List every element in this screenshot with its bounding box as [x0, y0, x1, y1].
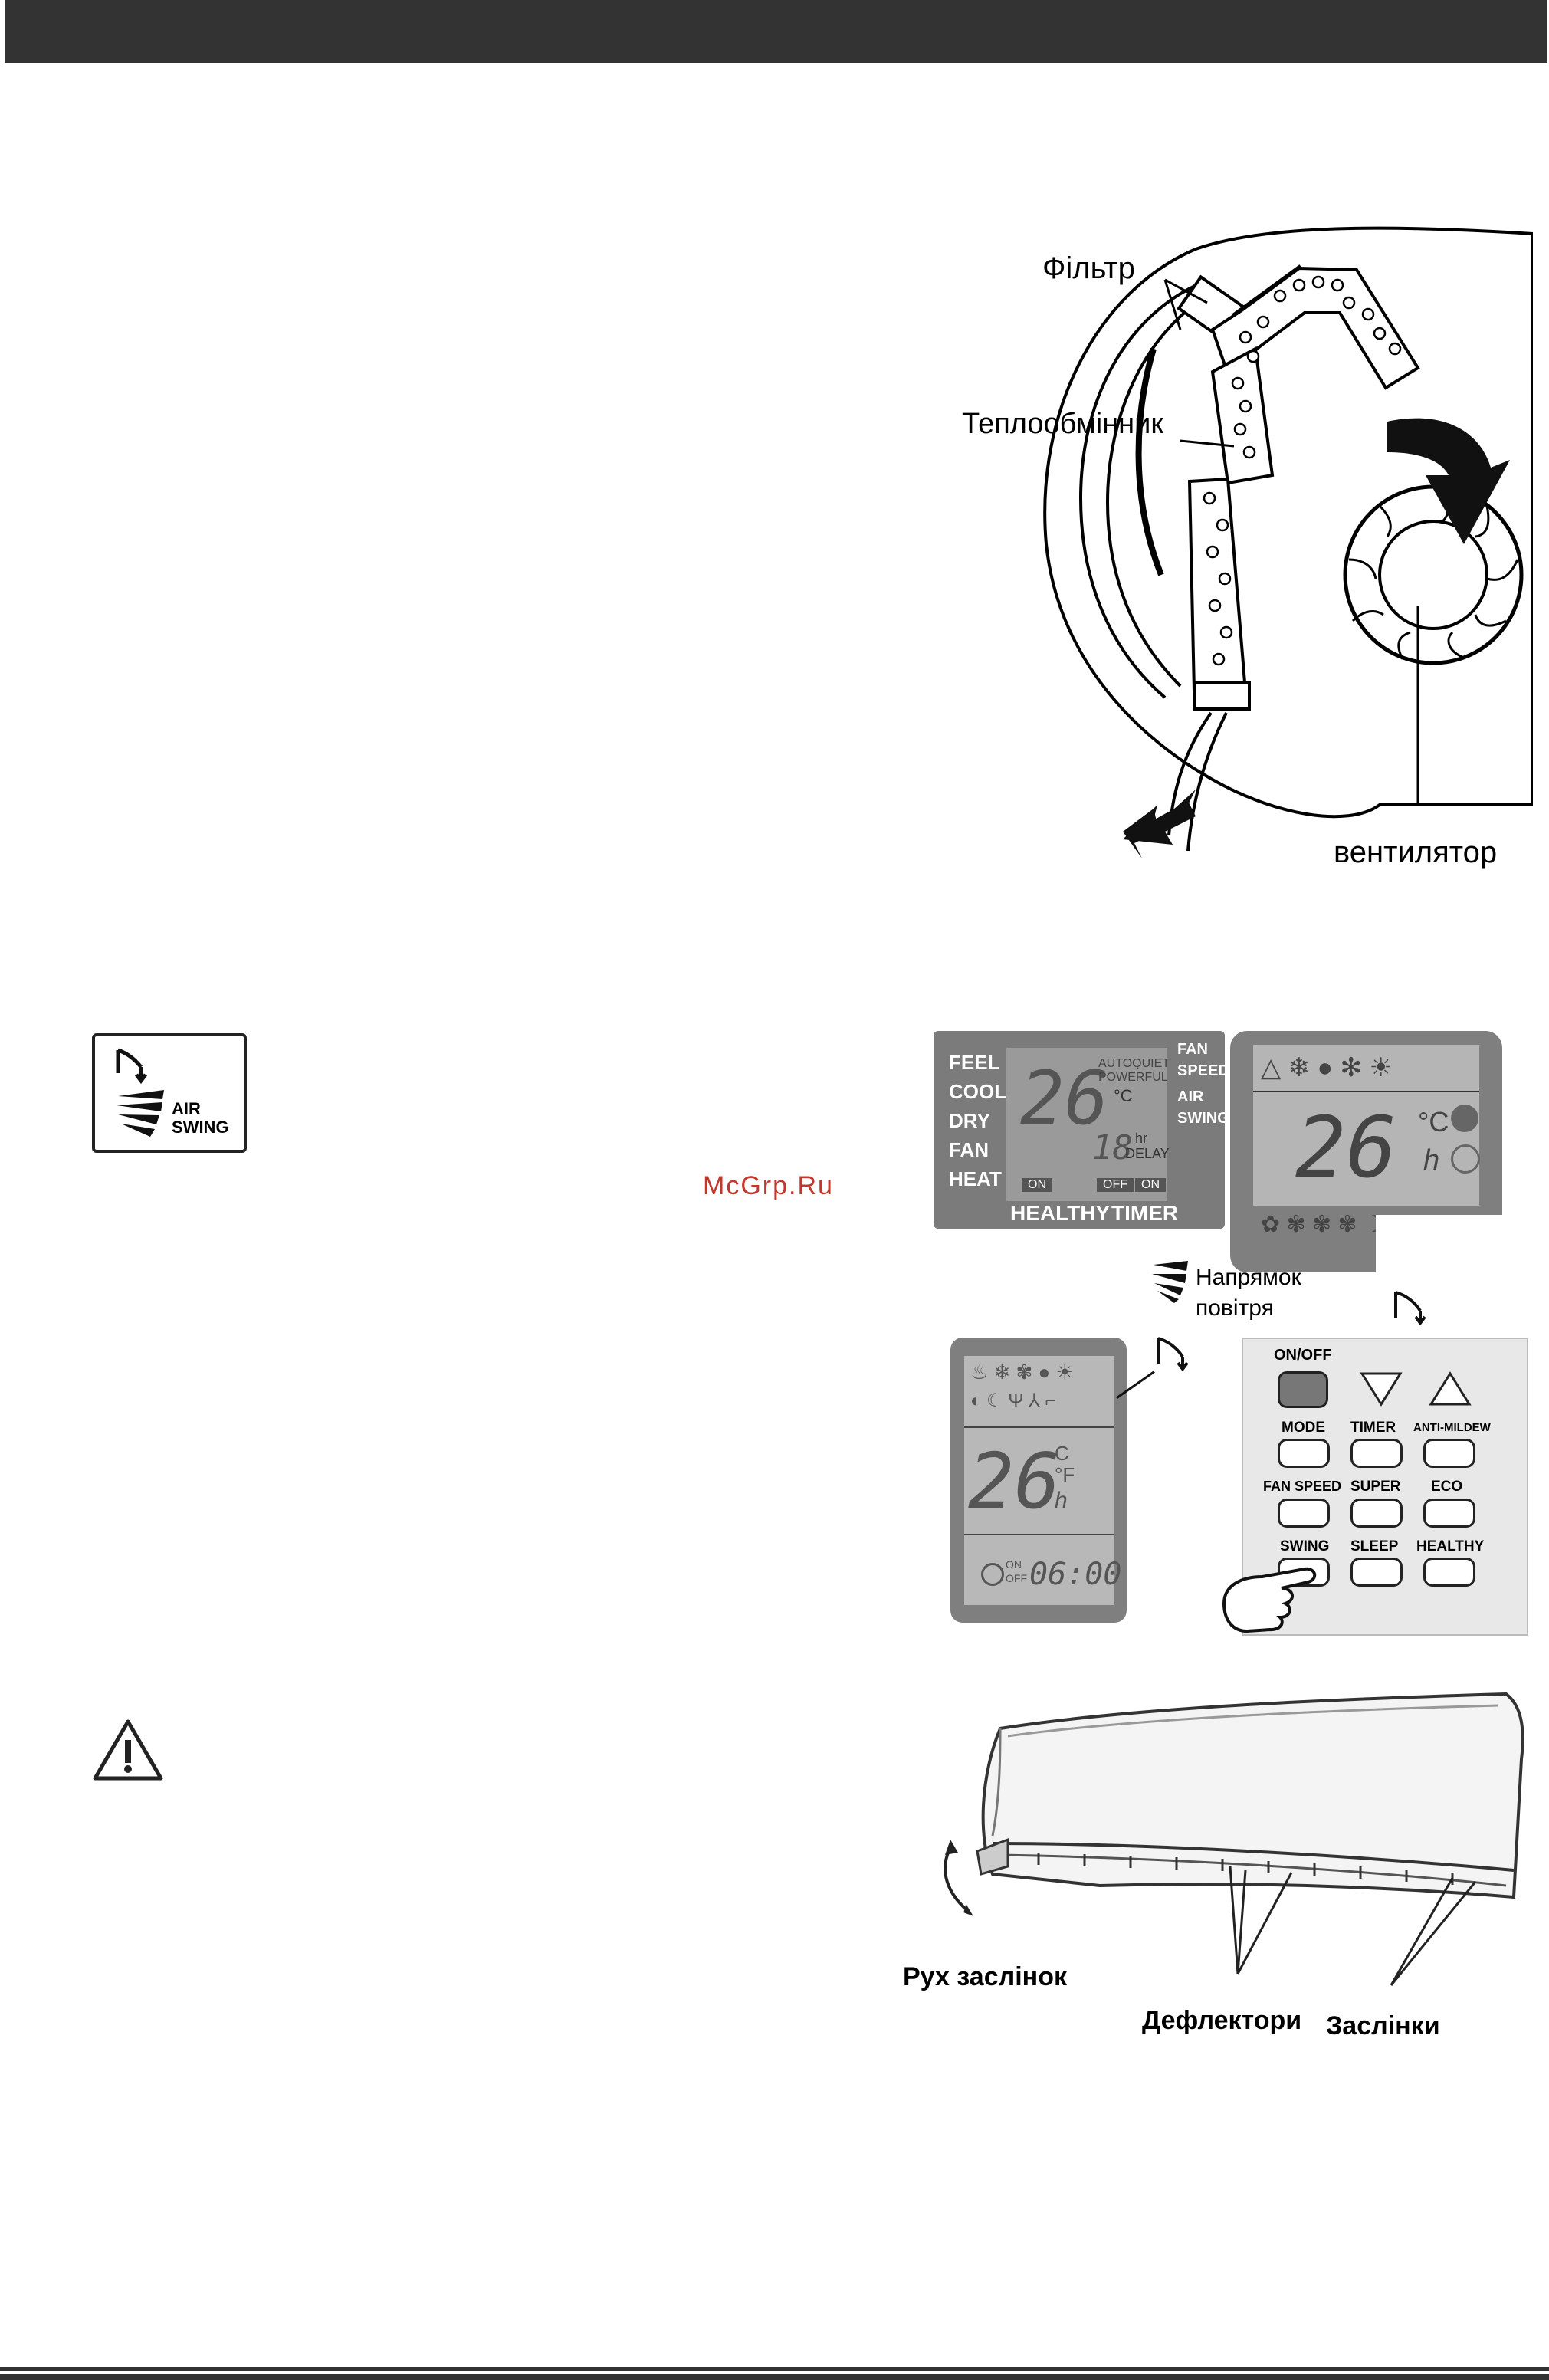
louver-movement-label: Рух заслінок	[903, 1962, 1067, 1991]
footer-line	[0, 2367, 1549, 2371]
label-speed: SPEED	[1177, 1062, 1229, 1079]
lcd1-right-labels: FAN SPEED AIR SWING	[1177, 1039, 1229, 1129]
mode-label: MODE	[1282, 1420, 1325, 1436]
fan-speed-label: FAN SPEED	[1263, 1479, 1342, 1494]
air-swing-icon-box: AIR SWING	[92, 1033, 247, 1153]
watermark: McGrp.Ru	[703, 1171, 834, 1200]
lcd1-autoquiet: AUTOQUIET	[1098, 1057, 1170, 1070]
temp-down-button[interactable]	[1358, 1370, 1404, 1408]
mode-fan: FAN	[949, 1138, 989, 1161]
lcd3-unit-h: h	[1055, 1488, 1068, 1513]
lcd2-bottom-icons: ✿ ✾ ✾ ✾ ☽	[1261, 1212, 1384, 1237]
lcd3-mode-icons: ♨ ❄ ✾ ● ☀	[970, 1361, 1074, 1384]
air-swing-line1: AIR	[172, 1099, 201, 1118]
lcd1-temp: 26	[1020, 1055, 1109, 1141]
lcd1-powerful: POWERFUL	[1098, 1071, 1168, 1084]
mode-button[interactable]	[1278, 1439, 1330, 1468]
eco-button[interactable]	[1423, 1499, 1475, 1528]
label-air: AIR	[1177, 1088, 1204, 1105]
lcd3-unit-f: °F	[1055, 1463, 1075, 1486]
lcd3-unit-c: C	[1055, 1442, 1069, 1465]
fan-speed-button[interactable]	[1278, 1499, 1330, 1528]
remote-control: ON/OFF MODE TIMER ANTI-MILDEW FAN SPEED …	[1222, 1338, 1528, 1636]
lcd2-unit-h: h	[1423, 1144, 1440, 1177]
heat-exchanger-label: Теплообмінник	[962, 408, 1163, 440]
lcd3-clock-icon	[981, 1563, 1004, 1586]
lcd1-healthy: HEALTHY	[1010, 1201, 1111, 1225]
fan-label: вентилятор	[1334, 835, 1498, 869]
air-swing-icon	[116, 1048, 164, 1137]
warning-triangle-icon	[93, 1719, 163, 1781]
healthy-button[interactable]	[1423, 1558, 1475, 1587]
air-direction-line2: повітря	[1196, 1295, 1274, 1321]
lcd1-modes: FEEL COOL DRY FAN HEAT	[949, 1048, 1007, 1193]
air-direction-icon	[1152, 1261, 1188, 1303]
lcd1-timer-value: 18	[1092, 1128, 1133, 1167]
swing-indicator-icon	[1394, 1291, 1426, 1326]
lcd2-temp: 26	[1295, 1098, 1397, 1197]
indoor-unit-diagram	[1043, 226, 1533, 858]
air-swing-line2: SWING	[172, 1118, 229, 1137]
pointing-finger-icon	[1222, 1567, 1317, 1633]
onoff-button[interactable]	[1278, 1371, 1328, 1408]
lcd-panel-1: FEEL COOL DRY FAN HEAT 26 °C AUTOQUIET P…	[934, 1031, 1229, 1229]
lcd3-temp: 26	[968, 1436, 1061, 1526]
lcd3-clock: 06:00	[1029, 1557, 1122, 1592]
anti-mildew-button[interactable]	[1423, 1439, 1475, 1468]
lcd3-function-icons: ◐ ☾ Ψ ⅄ ⌐	[970, 1390, 1056, 1411]
lcd3-on: ON	[1006, 1558, 1022, 1571]
anti-mildew-label: ANTI-MILDEW	[1413, 1421, 1491, 1434]
lcd-panel-2: △ ❄ ● ✻ ☀ 26 °C h ✿ ✾ ✾ ✾ ☽	[1230, 1031, 1502, 1272]
healthy-label: HEALTHY	[1416, 1538, 1485, 1554]
lcd1-screen: 26 °C AUTOQUIET POWERFUL 18 hr DELAY ON …	[1006, 1048, 1170, 1201]
lcd3-off: OFF	[1006, 1572, 1027, 1584]
mode-cool: COOL	[949, 1080, 1007, 1103]
lcd2-screen: △ ❄ ● ✻ ☀ 26 °C h	[1253, 1045, 1480, 1206]
footer-bar	[0, 2374, 1549, 2380]
swing-label: SWING	[1280, 1538, 1330, 1554]
super-label: SUPER	[1350, 1479, 1401, 1495]
lcd1-delay: DELAY	[1125, 1146, 1170, 1161]
lcd3-screen: ♨ ❄ ✾ ● ☀ ◐ ☾ Ψ ⅄ ⌐ 26 C °F h ON OFF 06:…	[964, 1356, 1121, 1605]
label-swing: SWING	[1177, 1110, 1229, 1127]
clock-icon	[1451, 1105, 1478, 1132]
lcd1-off: OFF	[1097, 1178, 1134, 1192]
ac-unit-diagram	[944, 1692, 1524, 1986]
lcd-panel-3: ♨ ❄ ✾ ● ☀ ◐ ☾ Ψ ⅄ ⌐ 26 C °F h ON OFF 06:…	[950, 1338, 1127, 1623]
mode-dry: DRY	[949, 1109, 990, 1132]
mode-heat: HEAT	[949, 1167, 1002, 1190]
super-button[interactable]	[1350, 1499, 1403, 1528]
onoff-label: ON/OFF	[1274, 1347, 1332, 1364]
louvers-label: Заслінки	[1326, 2011, 1440, 2040]
timer-icon	[1451, 1144, 1480, 1174]
deflectors-label: Дефлектори	[1142, 2006, 1302, 2035]
swing-indicator-icon-2	[1157, 1337, 1189, 1372]
air-direction-line1: Напрямок	[1196, 1265, 1301, 1290]
filter-label: Фільтр	[1042, 251, 1135, 285]
mode-feel: FEEL	[949, 1051, 1000, 1074]
lcd1-temp-unit: °C	[1114, 1086, 1133, 1105]
timer-label: TIMER	[1350, 1420, 1396, 1436]
lcd2-unit-c: °C	[1418, 1106, 1449, 1137]
lcd1-on-left: ON	[1022, 1178, 1052, 1192]
header-bar	[5, 0, 1547, 63]
lcd1-timer: TIMER	[1111, 1201, 1179, 1225]
label-fan: FAN	[1177, 1041, 1208, 1058]
sleep-label: SLEEP	[1350, 1538, 1399, 1554]
lcd1-hr: hr	[1135, 1131, 1148, 1146]
eco-label: ECO	[1431, 1479, 1463, 1495]
mode-icons-row: △ ❄ ● ✻ ☀	[1261, 1053, 1393, 1082]
temp-up-button[interactable]	[1427, 1370, 1473, 1408]
timer-button[interactable]	[1350, 1439, 1403, 1468]
lcd1-on-right: ON	[1135, 1178, 1166, 1192]
sleep-button[interactable]	[1350, 1558, 1403, 1587]
